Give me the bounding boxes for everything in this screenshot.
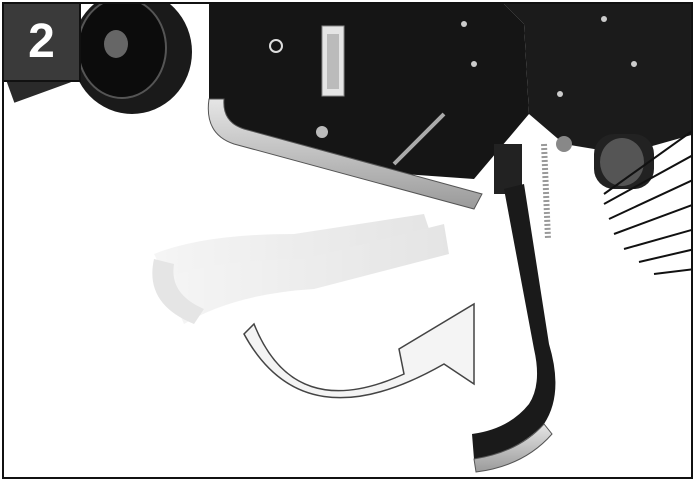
step-number-badge: 2 [4,4,81,82]
spring-bracket [494,136,572,239]
skirt-motion-ghost [152,214,449,324]
step-number: 2 [28,18,55,66]
curved-arrow-icon [244,304,474,398]
instruction-figure-frame: 2 [2,2,693,479]
side-skirt [472,184,555,459]
sweeper-skirt-illustration [4,4,693,479]
side-brush [594,129,693,274]
